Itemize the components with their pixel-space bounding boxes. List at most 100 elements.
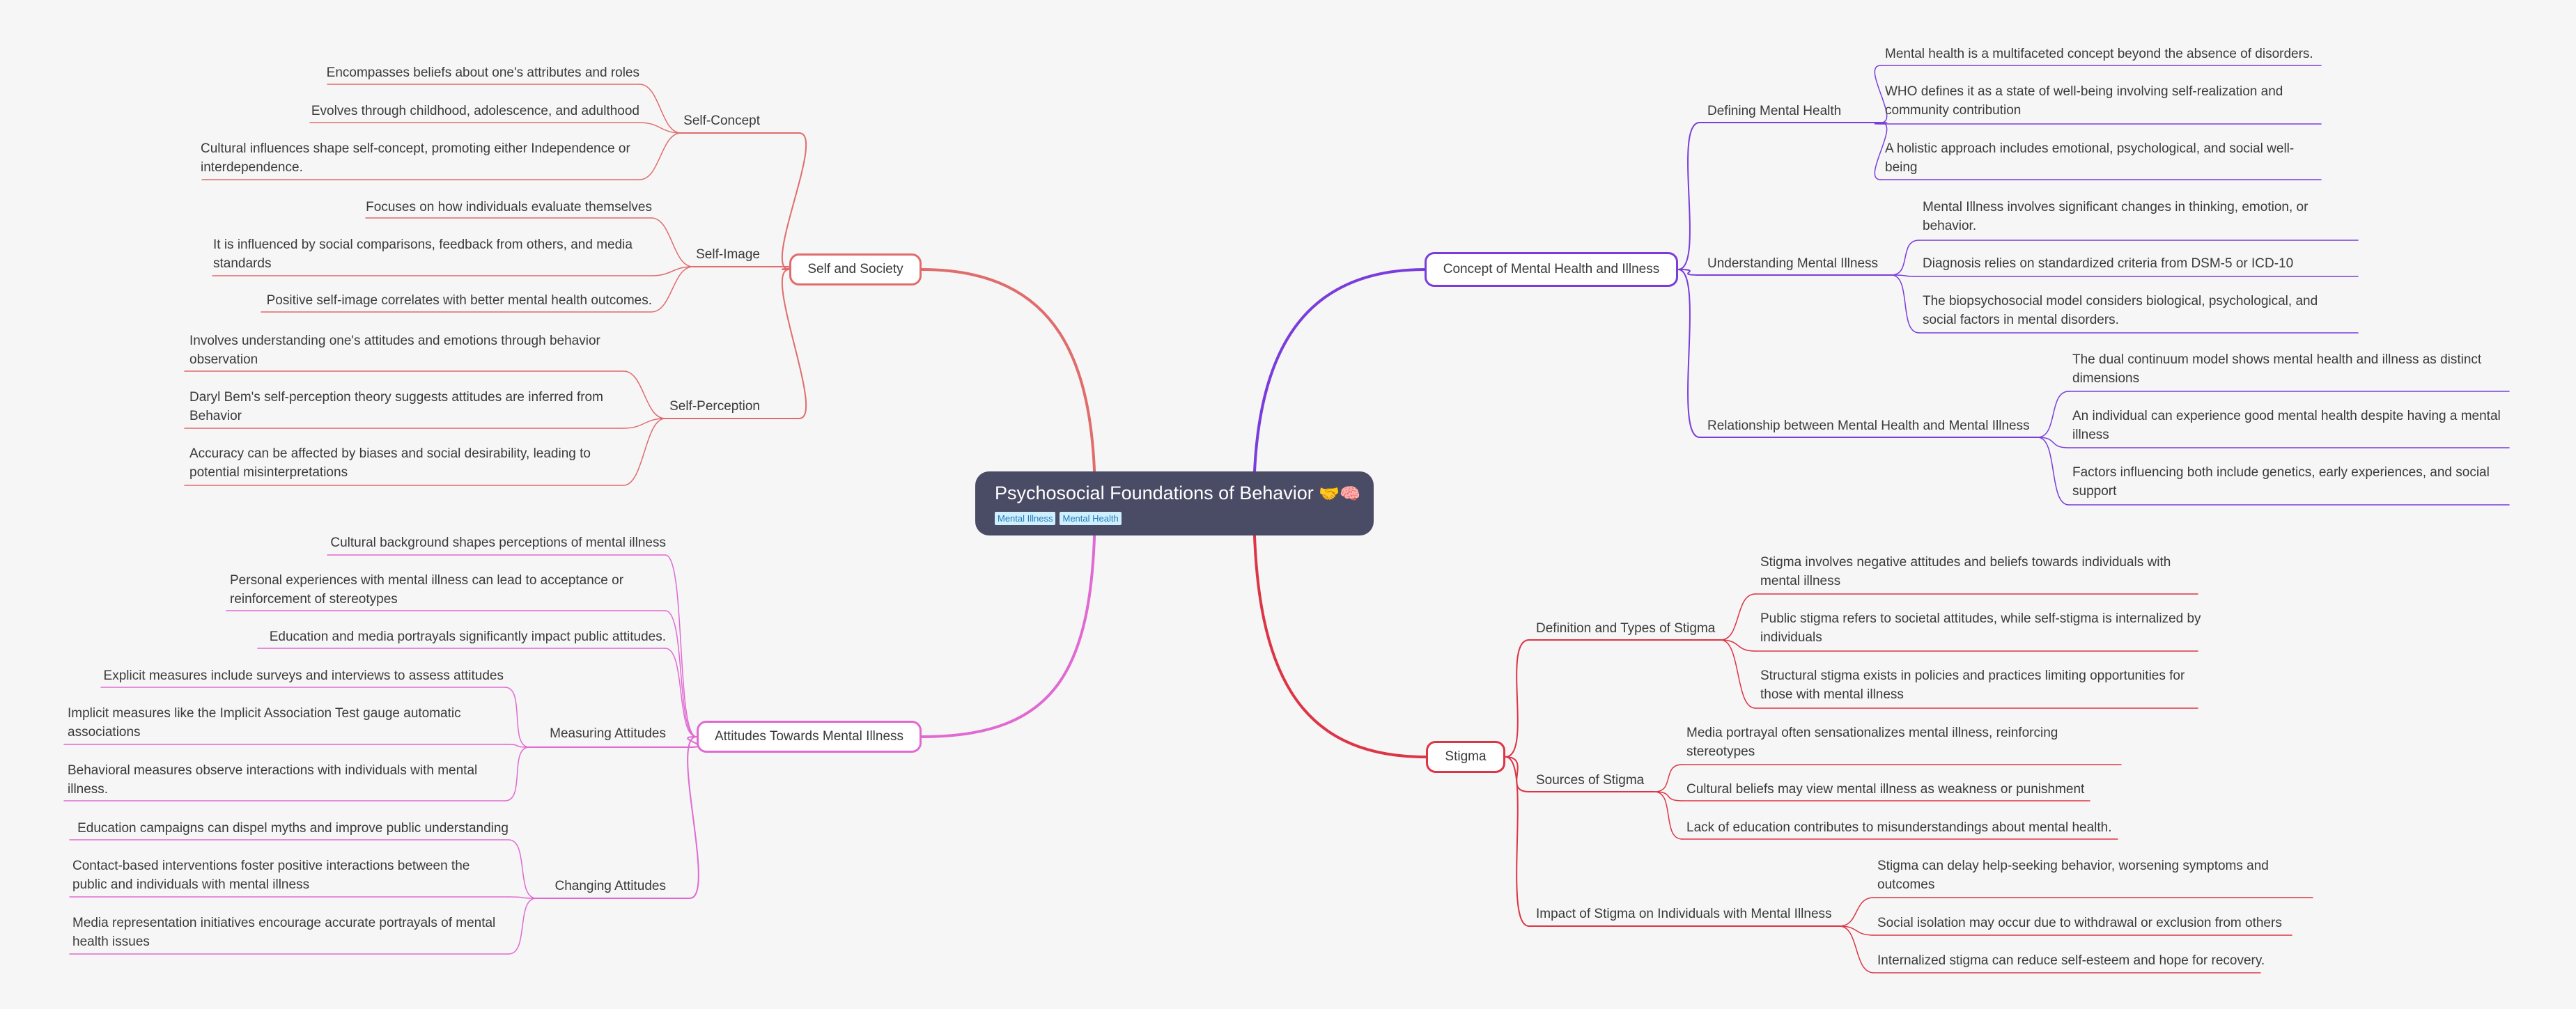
um-leaf3-link [1891,274,1920,334]
leaf-defining-3: A holistic approach includes emotional, … [1885,141,2295,175]
sc-leaf1-link [639,84,682,134]
ma-leaf2-link [504,744,530,748]
defining-link [1677,122,1700,270]
def-leaf3-link [1720,639,1756,709]
branch-concept-of-mental-health-and-illness[interactable]: Concept of Mental Health and Illness [1425,252,1678,287]
imp-leaf2-link [1838,925,1875,936]
changing-link [687,736,699,899]
leaf-attitudes-2: Personal experiences with mental illness… [230,573,624,607]
dm-leaf3-link [1874,122,1888,180]
leaf-definition-3: Structural stigma exists in policies and… [1760,668,2185,702]
link-root-concept [1252,268,1426,503]
leaf-measuring-2: Implicit measures like the Implicit Asso… [68,706,461,740]
def-leaf1-link [1720,593,1756,641]
root-title-text: Psychosocial Foundations of Behavior [995,483,1314,503]
link-root-self [920,268,1096,503]
rel-leaf2-link [2037,437,2070,448]
subtopic-self-image[interactable]: Self-Image [696,247,760,262]
leaf-attitudes-1: Cultural background shapes perceptions o… [330,535,666,550]
leaf-understanding-2: Diagnosis relies on standardized criteri… [1923,256,2294,271]
measuring-link [687,736,699,748]
root-node[interactable]: Psychosocial Foundations of Behavior 🤝🧠 … [975,471,1374,535]
sp-leaf3-link [623,418,666,486]
leaf-relationship-3: Factors influencing both include genetic… [2072,465,2490,499]
def-leaf2-link [1720,639,1756,652]
subtopic-measuring-attitudes[interactable]: Measuring Attitudes [550,726,666,741]
relationship-link [1677,269,1700,438]
ch-leaf1-link [508,839,537,899]
leaf-changing-1: Education campaigns can dispel myths and… [77,821,509,836]
rel-leaf3-link [2037,437,2070,506]
subtopic-impact-of-stigma[interactable]: Impact of Stigma on Individuals with Men… [1536,907,1832,921]
imp-leaf3-link [1838,925,1875,973]
leaf-self-image-1: Focuses on how individuals evaluate them… [366,200,652,214]
subtopic-self-concept[interactable]: Self-Concept [683,114,760,128]
si-leaf3-link [651,266,694,313]
self-concept-link [781,132,807,270]
leaf-definition-2: Public stigma refers to societal attitud… [1760,611,2201,645]
leaf-measuring-3: Behavioral measures observe interactions… [68,763,478,797]
src-leaf1-link [1654,764,1683,792]
leaf-measuring-1: Explicit measures include surveys and in… [103,668,504,683]
subtopic-definition-types-stigma[interactable]: Definition and Types of Stigma [1536,621,1716,636]
sc-leaf2-link [639,122,682,134]
leaf-relationship-1: The dual continuum model shows mental he… [2072,352,2482,386]
leaf-sources-2: Cultural beliefs may view mental illness… [1686,782,2085,797]
subtopic-relationship-health-illness[interactable]: Relationship between Mental Health and M… [1707,419,2030,433]
rel-leaf1-link [2037,391,2070,438]
ch-leaf2-link [508,896,537,899]
sc-leaf3-link [639,132,682,180]
leaf-self-concept-3: Cultural influences shape self-concept, … [201,141,630,175]
self-perception-link [781,269,807,419]
leaf-definition-1: Stigma involves negative attitudes and b… [1760,555,2171,588]
impact-link [1505,756,1530,927]
si-leaf2-link [651,266,694,276]
sp-leaf1-link [623,370,666,419]
ma-leaf1-link [504,687,530,748]
branch-attitudes-towards-mental-illness[interactable]: Attitudes Towards Mental Illness [697,721,922,753]
leaf-impact-1: Stigma can delay help-seeking behavior, … [1877,859,2269,892]
um-leaf1-link [1891,240,1920,276]
leaf-relationship-2: An individual can experience good mental… [2072,409,2501,442]
tag-mental-illness[interactable]: Mental Illness [995,512,1056,525]
leaf-self-image-3: Positive self-image correlates with bett… [266,293,652,308]
leaf-attitudes-3: Education and media portrayals significa… [269,629,666,644]
ma-leaf3-link [504,746,530,801]
src-leaf2-link [1654,791,1683,801]
att-leaf2-link [665,610,697,737]
um-leaf2-link [1891,274,1920,277]
branch-self-and-society[interactable]: Self and Society [789,253,922,286]
leaf-sources-1: Media portrayal often sensationalizes me… [1686,726,2058,759]
subtopic-self-perception[interactable]: Self-Perception [669,399,760,414]
att-leaf3-link [665,648,697,737]
branch-stigma[interactable]: Stigma [1426,741,1505,773]
leaf-changing-3: Media representation initiatives encoura… [72,916,496,949]
subtopic-sources-of-stigma[interactable]: Sources of Stigma [1536,773,1645,788]
link-root-attitudes [920,500,1096,738]
link-root-stigma [1252,500,1427,758]
leaf-defining-1: Mental health is a multifaceted concept … [1885,47,2313,61]
leaf-self-perception-1: Involves understanding one's attitudes a… [189,334,600,367]
leaf-self-image-2: It is influenced by social comparisons, … [213,237,633,271]
understanding-link [1677,269,1700,276]
dm-leaf2-link [1874,122,1888,125]
leaf-impact-3: Internalized stigma can reduce self-este… [1877,953,2265,968]
leaf-self-perception-3: Accuracy can be affected by biases and s… [189,446,591,480]
imp-leaf1-link [1838,897,1875,927]
subtopic-defining-mental-health[interactable]: Defining Mental Health [1707,104,1842,118]
att-leaf1-link [665,554,697,737]
leaf-self-perception-2: Daryl Bem's self-perception theory sugge… [189,390,603,423]
leaf-understanding-3: The biopsychosocial model considers biol… [1923,294,2318,327]
leaf-understanding-1: Mental Illness involves significant chan… [1923,200,2309,233]
subtopic-understanding-mental-illness[interactable]: Understanding Mental Illness [1707,256,1879,271]
ch-leaf3-link [508,898,537,955]
subtopic-changing-attitudes[interactable]: Changing Attitudes [554,879,666,893]
src-leaf3-link [1654,791,1683,840]
leaf-defining-2: WHO defines it as a state of well-being … [1885,84,2283,118]
tag-mental-health[interactable]: Mental Health [1060,512,1122,525]
leaf-sources-3: Lack of education contributes to misunde… [1686,820,2112,835]
leaf-self-concept-2: Evolves through childhood, adolescence, … [311,104,639,118]
leaf-self-concept-1: Encompasses beliefs about one's attribut… [326,65,639,80]
definition-link [1505,639,1530,758]
